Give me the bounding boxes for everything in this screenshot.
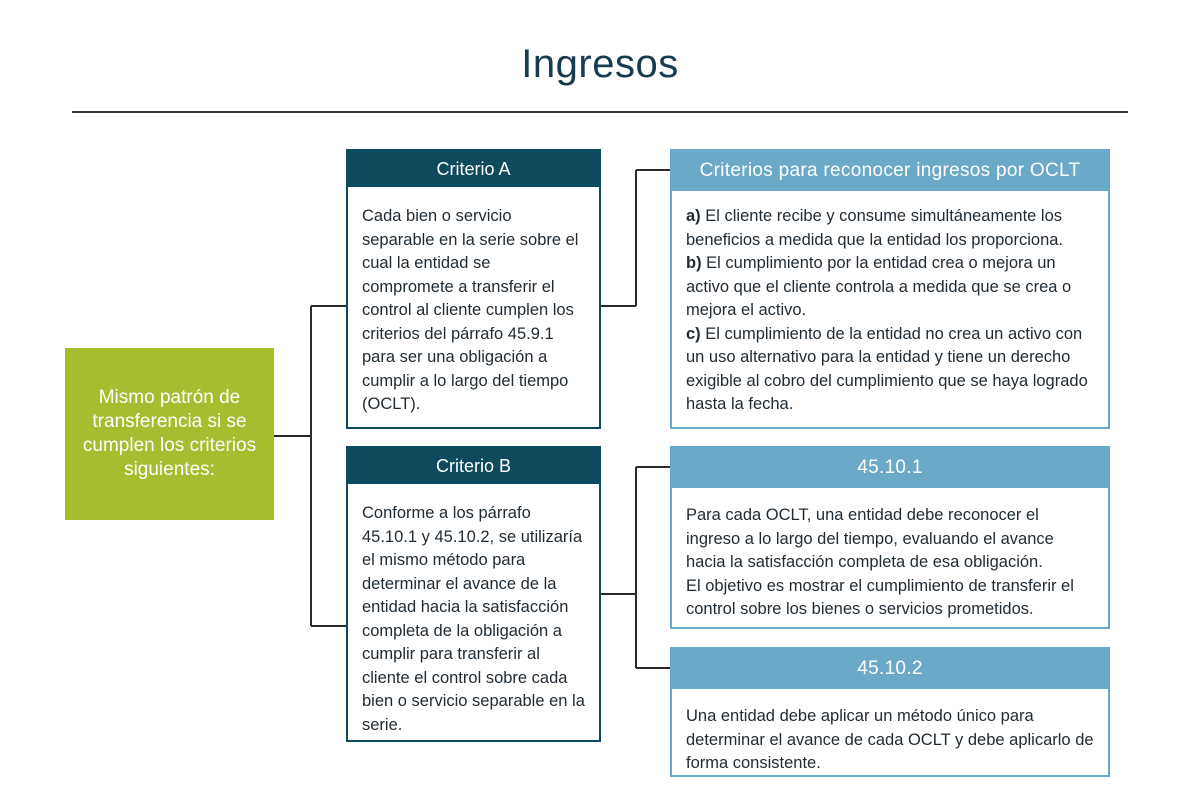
oclt-criteria-box: Criterios para reconocer ingresos por OC…: [670, 149, 1110, 429]
oclt-criteria-header: Criterios para reconocer ingresos por OC…: [672, 151, 1108, 191]
para-45-10-1-text: Para cada OCLT, una entidad debe reconoc…: [686, 506, 1054, 571]
criterio-a-header: Criterio A: [348, 151, 599, 187]
criterion-letter: a): [686, 207, 701, 225]
criterio-a-body: Cada bien o servicio separable en la ser…: [362, 207, 579, 413]
criterio-a-box: Criterio A Cada bien o servicio separabl…: [346, 149, 601, 429]
para-45-10-2-text: Una entidad debe aplicar un método único…: [686, 707, 1094, 772]
criterion-letter: c): [686, 324, 701, 343]
main-criteria-box: Mismo patrón de transferencia si se cump…: [65, 348, 274, 520]
main-criteria-text: Mismo patrón de transferencia si se cump…: [82, 387, 257, 480]
criterion-text: El cumplimiento de la entidad no crea un…: [686, 324, 1088, 414]
criterio-b-body: Conforme a los párrafo 45.10.1 y 45.10.2…: [362, 504, 585, 734]
page-title: Ingresos: [521, 42, 679, 86]
criterion-text: El cliente recibe y consume simultáneame…: [686, 207, 1064, 249]
para-45-10-2-header: 45.10.2: [672, 649, 1108, 689]
para-45-10-1-body: Para cada OCLT, una entidad debe reconoc…: [672, 488, 1108, 622]
title-divider: [72, 111, 1128, 113]
criterion-letter: b): [686, 254, 702, 272]
oclt-criterion-a: a) El cliente recibe y consume simultáne…: [686, 205, 1094, 252]
criterio-b-header: Criterio B: [348, 448, 599, 484]
para-45-10-1-text-2: El objetivo es mostrar el cumplimiento d…: [686, 576, 1074, 619]
criterio-b-box: Criterio B Conforme a los párrafo 45.10.…: [346, 446, 601, 742]
oclt-criteria-body: a) El cliente recibe y consume simultáne…: [672, 191, 1108, 417]
para-45-10-1-header: 45.10.1: [672, 448, 1108, 488]
criterion-text: El cumplimiento por la entidad crea o me…: [686, 254, 1072, 319]
para-45-10-2-body: Una entidad debe aplicar un método único…: [672, 689, 1108, 776]
para-45-10-1-box: 45.10.1 Para cada OCLT, una entidad debe…: [670, 446, 1110, 629]
oclt-criterion-c: c) El cumplimiento de la entidad no crea…: [686, 323, 1094, 417]
oclt-criterion-b: b) El cumplimiento por la entidad crea o…: [686, 252, 1094, 323]
para-45-10-2-box: 45.10.2 Una entidad debe aplicar un méto…: [670, 647, 1110, 777]
